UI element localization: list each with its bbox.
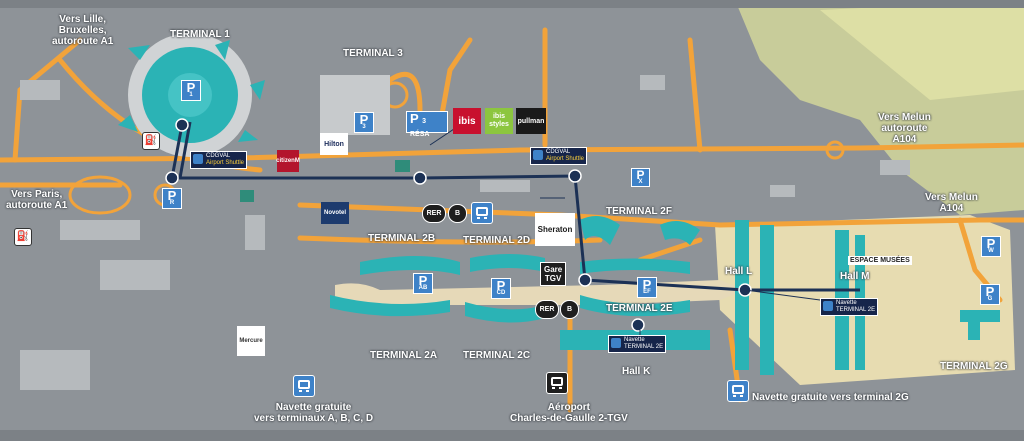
terminal-2g-label: TERMINAL 2G xyxy=(940,361,1008,372)
gare-tgv-sign: Gare TGV xyxy=(540,262,567,286)
terminal-2e-label: TERMINAL 2E xyxy=(606,303,673,314)
terminal-2b-label: TERMINAL 2B xyxy=(368,233,436,244)
direction-paris: Vers Paris, autoroute A1 xyxy=(6,189,68,211)
navette-2g-label: Navette gratuite vers terminal 2G xyxy=(752,392,909,403)
fuel-icon-2: ⛽ xyxy=(14,228,32,246)
terminal-2d-label: TERMINAL 2D xyxy=(463,235,531,246)
direction-melun-top: Vers Melun autoroute A104 xyxy=(878,112,931,145)
hotel-hilton: Hilton xyxy=(320,133,348,155)
rer-b-sign-1: B xyxy=(448,204,467,223)
terminal-1-label: TERMINAL 1 xyxy=(170,29,230,40)
hotel-novotel: Novotel xyxy=(321,202,349,224)
aeroport-tgv-label: Aéroport Charles-de-Gaulle 2-TGV xyxy=(510,402,628,424)
hall-m-label: Hall M xyxy=(840,271,870,282)
shuttle-stations xyxy=(165,118,752,332)
hotel-ibis-styles: ibis styles xyxy=(485,108,513,134)
hall-l-label: Hall L xyxy=(725,266,753,277)
espace-musees-label: ESPACE MUSÉES xyxy=(848,256,912,265)
direction-lille: Vers Lille, Bruxelles, autoroute A1 xyxy=(52,14,114,47)
bus-icon-top xyxy=(471,202,493,224)
terminal-2f-label: TERMINAL 2F xyxy=(606,206,672,217)
terminal-2a-label: TERMINAL 2A xyxy=(370,350,438,361)
hotel-mercure: Mercure xyxy=(237,326,265,356)
hotel-pullman: pullman xyxy=(516,108,546,134)
hotel-citizenm: citizenM xyxy=(276,150,300,172)
hall-k-label: Hall K xyxy=(622,366,651,377)
direction-melun-right: Vers Melun A104 xyxy=(925,192,978,214)
parking-p3-resa: P 3 RÉSA xyxy=(406,111,448,138)
rer-b-sign-2: B xyxy=(560,300,579,319)
terminal-3-label: TERMINAL 3 xyxy=(343,48,403,59)
hotel-ibis: ibis xyxy=(453,108,481,134)
rer-sign-1: RER xyxy=(422,204,446,223)
rer-sign-2: RER xyxy=(535,300,559,319)
bus-icon-cdg2 xyxy=(546,372,568,394)
terminal-2c-label: TERMINAL 2C xyxy=(463,350,531,361)
bus-icon-abcd xyxy=(293,375,315,397)
hotel-sheraton: Sheraton xyxy=(535,213,575,246)
fuel-icon-1: ⛽ xyxy=(142,132,160,150)
buildings xyxy=(20,75,910,390)
bus-icon-2g xyxy=(727,380,749,402)
navette-abcd-label: Navette gratuite vers terminaux A, B, C,… xyxy=(254,402,374,424)
